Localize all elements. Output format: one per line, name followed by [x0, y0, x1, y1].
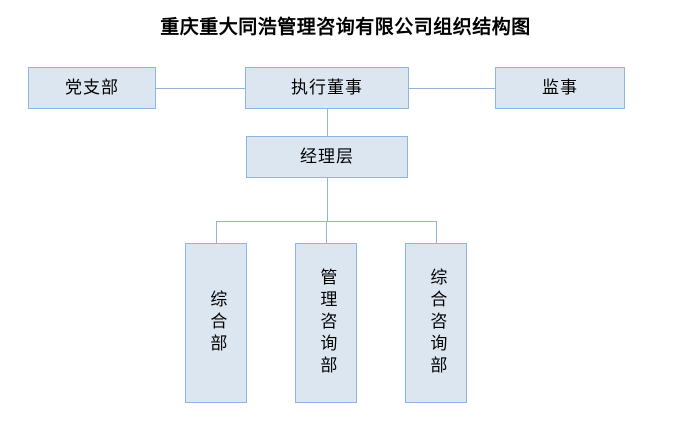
connector-to-management-consulting-dept — [326, 221, 327, 243]
chart-title: 重庆重大同浩管理咨询有限公司组织结构图 — [160, 17, 531, 38]
node-executive-director[interactable]: 执行董事 — [245, 67, 409, 109]
node-general-dept[interactable]: 综合部 — [185, 243, 247, 403]
connector-director-to-supervisor — [409, 88, 495, 89]
node-general-dept-label: 综合部 — [207, 290, 227, 356]
node-management-consulting-dept[interactable]: 管理咨询部 — [295, 243, 357, 403]
node-management-level[interactable]: 经理层 — [246, 136, 408, 178]
connector-to-general-consulting-dept — [436, 221, 437, 243]
connector-party-to-director — [156, 88, 245, 89]
node-management-consulting-dept-label: 管理咨询部 — [317, 268, 337, 378]
node-party-branch[interactable]: 党支部 — [28, 67, 156, 109]
node-executive-director-label: 执行董事 — [291, 78, 363, 98]
connector-to-general-dept — [216, 221, 217, 243]
node-general-consulting-dept[interactable]: 综合咨询部 — [405, 243, 467, 403]
node-supervisor[interactable]: 监事 — [495, 67, 625, 109]
node-party-branch-label: 党支部 — [65, 78, 119, 98]
node-general-consulting-dept-label: 综合咨询部 — [427, 268, 447, 378]
node-supervisor-label: 监事 — [542, 78, 578, 98]
connector-manager-downstem — [327, 178, 328, 221]
connector-director-to-manager — [327, 109, 328, 136]
node-management-level-label: 经理层 — [300, 147, 354, 167]
